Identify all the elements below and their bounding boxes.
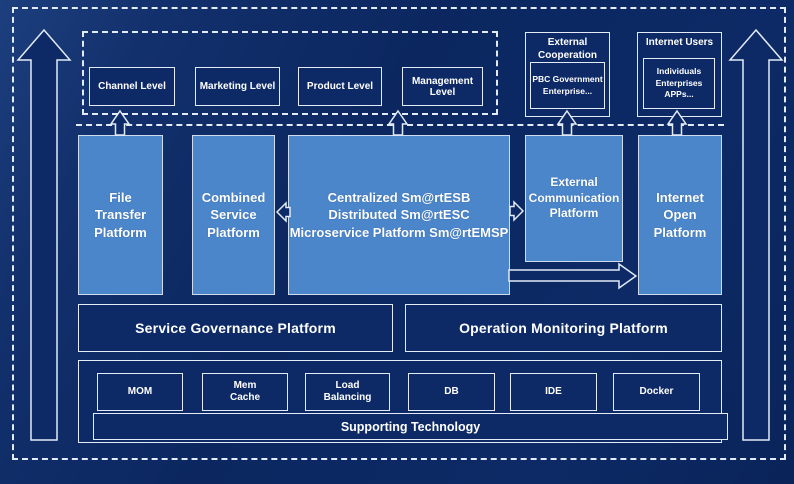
management-level-box: Management Level <box>402 67 483 106</box>
marketing-level-box: Marketing Level <box>195 67 280 106</box>
tech-docker-box: Docker <box>613 373 700 411</box>
tech-db-box: DB <box>408 373 495 411</box>
internet-open-platform-box: Internet Open Platform <box>638 135 722 295</box>
tech-ide-box: IDE <box>510 373 597 411</box>
operation-monitoring-platform-box: Operation Monitoring Platform <box>405 304 722 352</box>
layer-divider-dashed-line <box>76 124 724 126</box>
tech-load-balancing-box: Load Balancing <box>305 373 390 411</box>
product-level-box: Product Level <box>298 67 382 106</box>
levels-dashed-group <box>82 31 498 115</box>
internet-users-members-box: Individuals Enterprises APPs... <box>643 58 715 109</box>
esb-core-platform-box: Centralized Sm@rtESB Distributed Sm@rtES… <box>288 135 510 295</box>
channel-level-box: Channel Level <box>89 67 175 106</box>
external-cooperation-title: External Cooperation <box>538 37 597 61</box>
internet-users-group: Internet Users Individuals Enterprises A… <box>637 32 722 117</box>
tech-mem-cache-box: Mem Cache <box>202 373 288 411</box>
file-transfer-platform-box: File Transfer Platform <box>78 135 163 295</box>
combined-service-platform-box: Combined Service Platform <box>192 135 275 295</box>
external-cooperation-members-box: PBC Government Enterprise... <box>530 62 605 109</box>
service-governance-platform-box: Service Governance Platform <box>78 304 393 352</box>
external-cooperation-group: External Cooperation PBC Government Ente… <box>525 32 610 117</box>
supporting-technology-bar: Supporting Technology <box>93 413 728 440</box>
tech-mom-box: MOM <box>97 373 183 411</box>
external-communication-platform-box: External Communication Platform <box>525 135 623 262</box>
outer-dashed-border <box>12 7 786 460</box>
internet-users-title: Internet Users <box>645 37 714 48</box>
